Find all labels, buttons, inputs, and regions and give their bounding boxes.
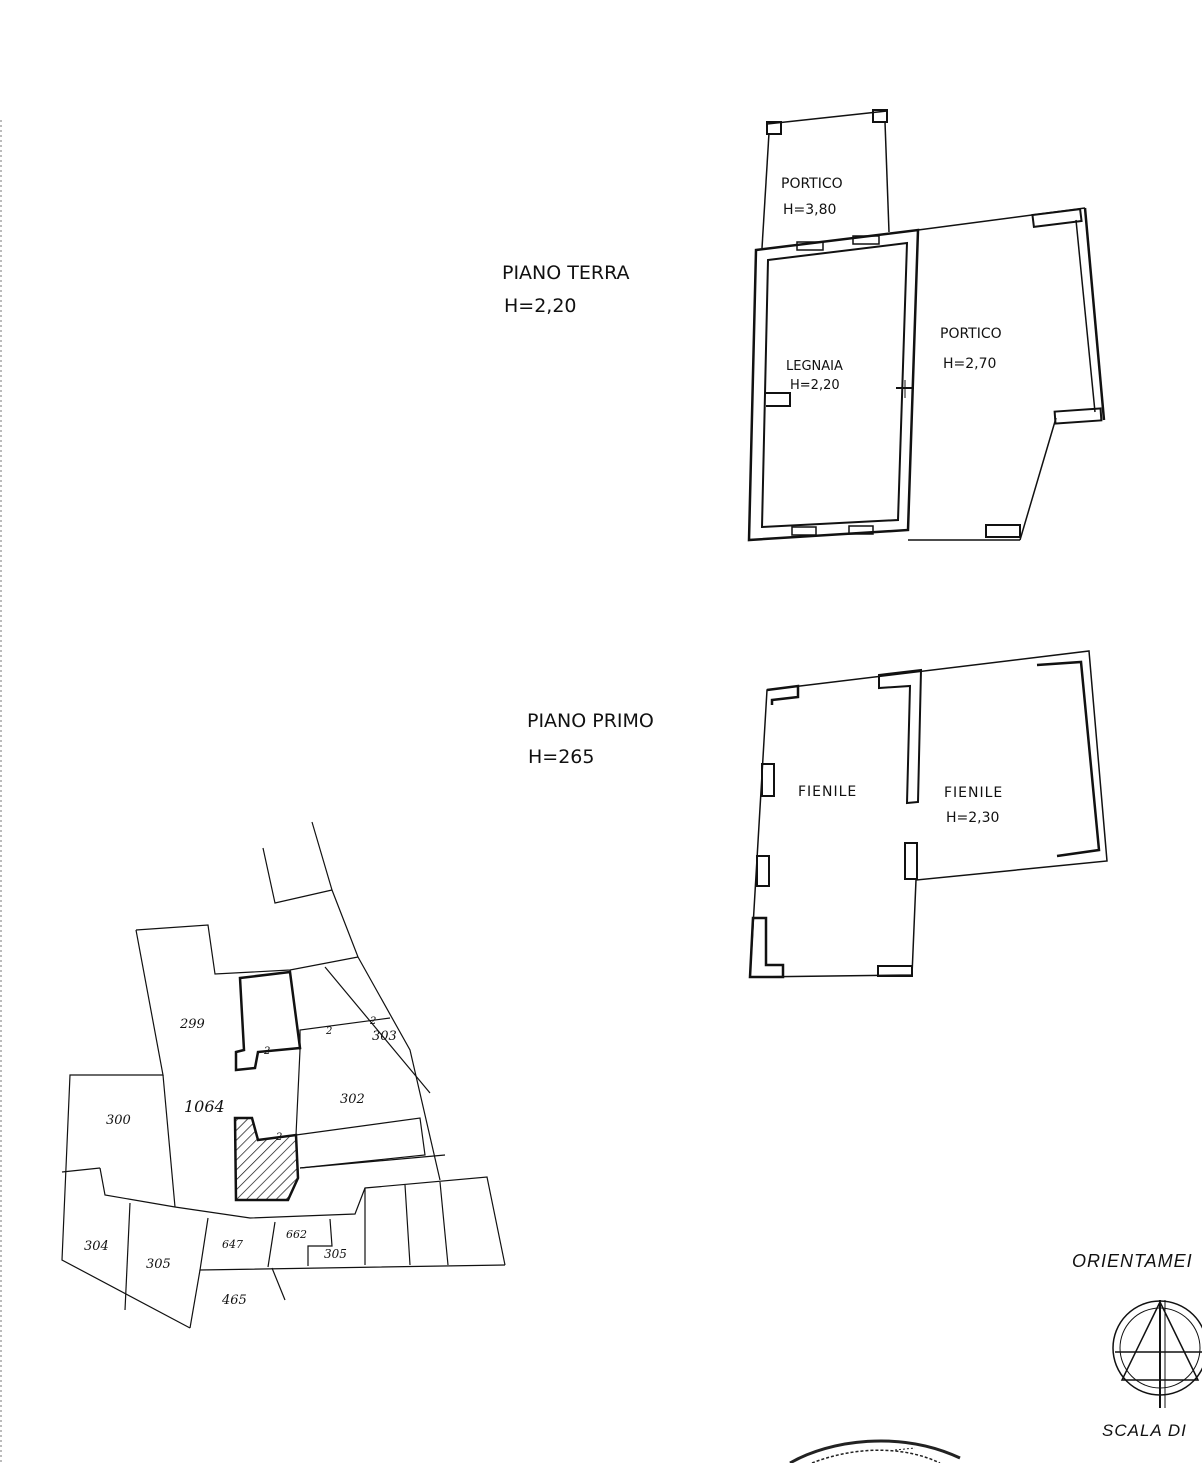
room-name-fienile-west: FIENILE	[798, 784, 857, 800]
first-floor-room-labels: FIENILE FIENILE H=2,30	[798, 784, 1003, 826]
first-floor-plan	[748, 650, 1108, 979]
room-name-portico-east: PORTICO	[940, 326, 1002, 342]
portico-north-outline	[761, 109, 890, 249]
parcel-number: 662	[286, 1228, 307, 1241]
stamp-seal	[789, 1439, 961, 1463]
room-name-legnaia: LEGNAIA	[786, 359, 843, 374]
room-height-legnaia: H=2,20	[790, 378, 840, 393]
room-height-fienile-east: H=2,30	[946, 810, 999, 826]
parcel-number: 465	[221, 1293, 247, 1308]
svg-text:2: 2	[275, 1132, 282, 1143]
ground-floor-height: H=2,20	[504, 295, 577, 317]
pillar	[1053, 407, 1103, 425]
first-floor-label: PIANO PRIMO H=265	[527, 710, 654, 768]
svg-text:2: 2	[325, 1026, 332, 1037]
parcel-number: 305	[324, 1247, 347, 1261]
room-name-portico-north: PORTICO	[781, 176, 843, 192]
parcel-number: 304	[84, 1239, 109, 1254]
room-name-fienile-east: FIENILE	[944, 785, 1003, 801]
cadastral-parcel-numbers: 299 300 1064 302 303 304 305 647 662 305…	[84, 1017, 397, 1308]
first-floor-height: H=265	[528, 746, 594, 768]
ground-floor-title: PIANO TERRA	[502, 262, 630, 284]
parcel-number: 299	[179, 1017, 205, 1032]
pillar	[985, 524, 1021, 538]
pillar	[1031, 208, 1083, 228]
room-height-portico-north: H=3,80	[783, 202, 836, 218]
scale-label: SCALA DI	[1102, 1421, 1187, 1440]
portico-east-outline	[908, 207, 1106, 541]
svg-text:2: 2	[263, 1046, 270, 1057]
parcel-number: 647	[222, 1238, 243, 1251]
orientation-label: ORIENTAMEI	[1072, 1251, 1193, 1271]
parcel-number: 1064	[184, 1097, 225, 1116]
parcel-number: 303	[372, 1029, 397, 1044]
legnaia-walls	[747, 228, 920, 542]
parcel-number: 300	[106, 1113, 131, 1128]
north-arrow-compass-icon	[1112, 1300, 1202, 1408]
ground-floor-plan	[747, 109, 1106, 542]
ground-floor-label: PIANO TERRA H=2,20	[502, 262, 630, 317]
ground-floor-room-labels: PORTICO H=3,80 LEGNAIA H=2,20 PORTICO H=…	[781, 176, 1002, 393]
pillar	[766, 121, 782, 135]
subject-parcel-hatched	[233, 1116, 300, 1202]
first-floor-title: PIANO PRIMO	[527, 710, 654, 732]
first-floor-outline	[749, 650, 1108, 978]
pillar	[872, 109, 888, 123]
svg-text:2: 2	[369, 1016, 376, 1027]
room-height-portico-east: H=2,70	[943, 356, 996, 372]
parcel-number: 302	[340, 1092, 365, 1107]
parcel-number: 305	[146, 1257, 171, 1272]
cadastral-map: 2 2 2 2	[61, 821, 506, 1329]
